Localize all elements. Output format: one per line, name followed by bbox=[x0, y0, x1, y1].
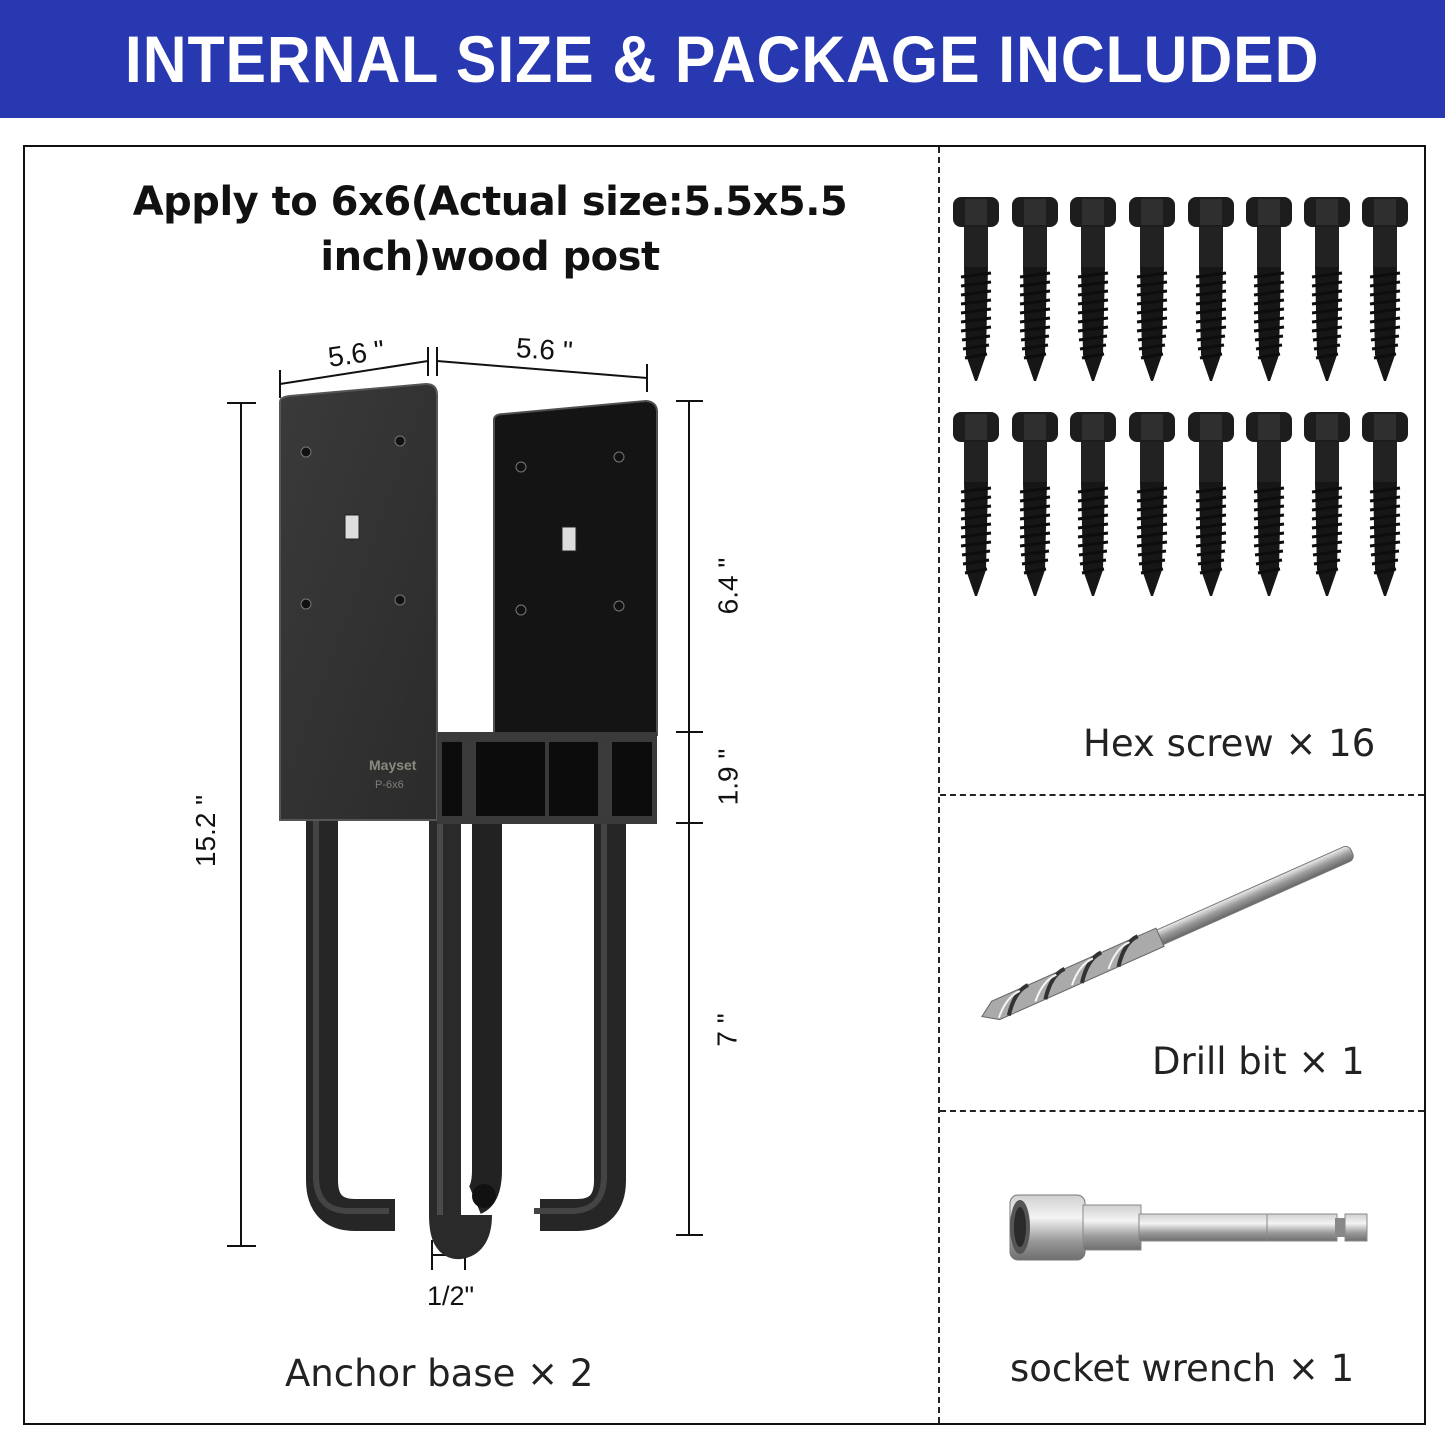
divider-screws-drill bbox=[940, 794, 1424, 796]
content-frame bbox=[23, 145, 1426, 1425]
hex-screw-icon bbox=[951, 195, 1410, 598]
headline-line-2: inch)wood post bbox=[320, 234, 660, 280]
anchor-base-caption: Anchor base × 2 bbox=[285, 1352, 594, 1395]
rod-diameter-label: 1/2" bbox=[427, 1281, 475, 1311]
vertical-divider bbox=[938, 147, 940, 1423]
divider-drill-wrench bbox=[940, 1110, 1424, 1112]
header-banner: INTERNAL SIZE & PACKAGE INCLUDED bbox=[0, 0, 1445, 118]
socket-wrench-icon bbox=[1009, 1194, 1368, 1261]
hex-screw-caption: Hex screw × 16 bbox=[1083, 722, 1376, 765]
socket-wrench-caption: socket wrench × 1 bbox=[1010, 1347, 1355, 1390]
brand-label: Mayset bbox=[369, 757, 417, 773]
drill-bit-caption: Drill bit × 1 bbox=[1152, 1040, 1365, 1083]
banner-title: INTERNAL SIZE & PACKAGE INCLUDED bbox=[125, 22, 1320, 96]
fit-headline: Apply to 6x6(Actual size:5.5x5.5 inch)wo… bbox=[60, 175, 920, 285]
headline-line-1: Apply to 6x6(Actual size:5.5x5.5 bbox=[132, 179, 848, 225]
drill-bit-icon bbox=[981, 845, 1354, 1021]
model-label: P-6x6 bbox=[375, 779, 404, 791]
